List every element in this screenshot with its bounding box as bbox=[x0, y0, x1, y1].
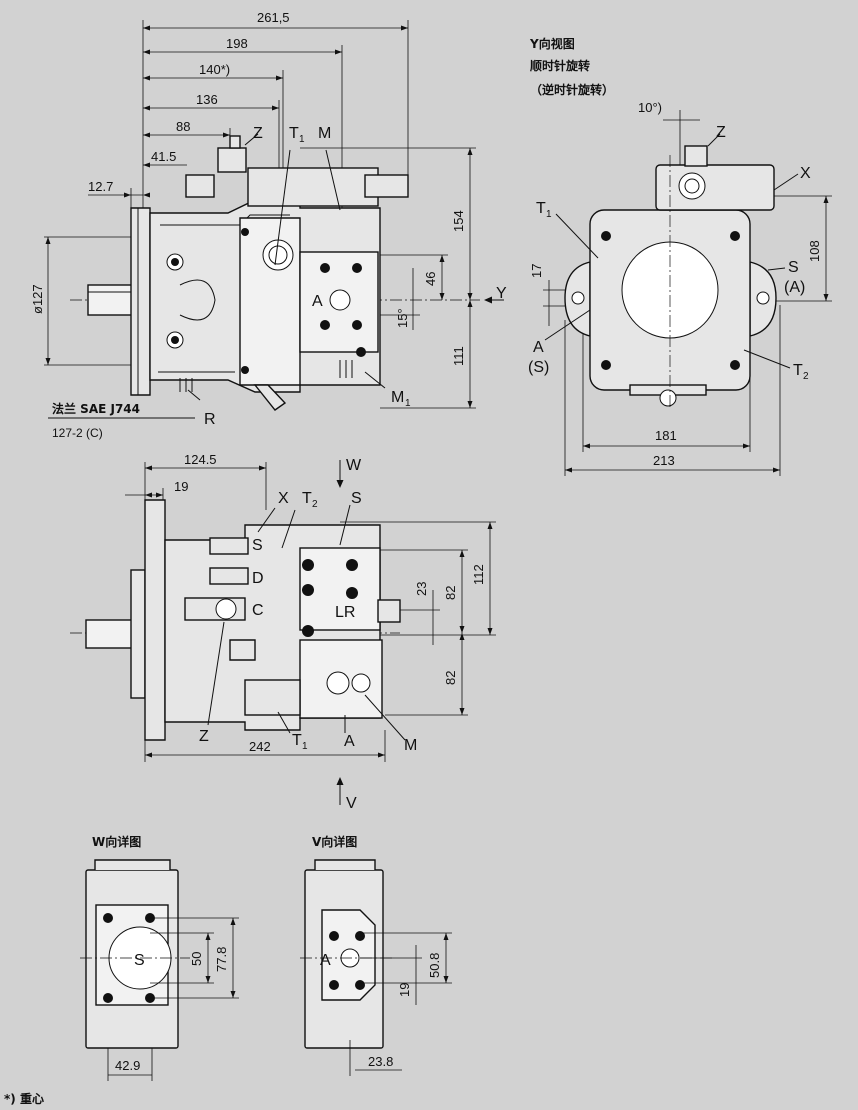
y-view-label-t2: T bbox=[793, 362, 803, 379]
w-detail-title: W向详图 bbox=[92, 834, 141, 849]
label-port-m: M bbox=[318, 125, 331, 142]
w-detail-dim-42-9: 42.9 bbox=[115, 1058, 140, 1073]
w-detail-label-s: S bbox=[134, 952, 145, 969]
y-view-label-s: S bbox=[788, 259, 799, 276]
w-detail-dim-50: 50 bbox=[189, 952, 204, 966]
top-view-port-c: C bbox=[252, 602, 264, 619]
y-view-label-t1-sub: 1 bbox=[546, 209, 552, 220]
y-view-label-a-alt: (S) bbox=[528, 359, 549, 376]
dim-15-deg: 15° bbox=[395, 308, 410, 328]
dim-198: 198 bbox=[226, 36, 248, 51]
y-view-title: Y向视图 bbox=[529, 36, 575, 51]
dim-41-5: 41.5 bbox=[151, 149, 176, 164]
top-view-label-t2: T bbox=[302, 490, 312, 507]
y-view-dim-181: 181 bbox=[655, 428, 677, 443]
dim-88: 88 bbox=[176, 119, 190, 134]
label-port-z: Z bbox=[253, 125, 263, 142]
y-view bbox=[543, 110, 832, 476]
dim-diameter-127: ø127 bbox=[30, 284, 45, 314]
v-detail-label-a: A bbox=[320, 952, 331, 969]
label-port-m1: M bbox=[391, 389, 404, 406]
y-view-dim-17: 17 bbox=[529, 264, 544, 278]
footnote-center-of-gravity: *) 重心 bbox=[4, 1091, 44, 1106]
top-view-dim-82-upper: 82 bbox=[443, 586, 458, 600]
top-view-port-s: S bbox=[252, 537, 263, 554]
v-detail-dim-50-8: 50.8 bbox=[427, 953, 442, 978]
label-port-r: R bbox=[204, 411, 216, 428]
dim-111: 111 bbox=[451, 346, 466, 366]
y-view-label-a: A bbox=[533, 339, 544, 356]
v-detail-dim-23-8: 23.8 bbox=[368, 1054, 393, 1069]
dim-12-7: 12.7 bbox=[88, 179, 113, 194]
flange-spec: 127-2 (C) bbox=[52, 426, 103, 440]
y-view-dim-108: 108 bbox=[807, 240, 822, 262]
label-port-t1-sub: 1 bbox=[299, 134, 305, 145]
top-view-port-lr: LR bbox=[335, 604, 355, 621]
label-port-a: A bbox=[312, 293, 323, 310]
top-view-dim-82-lower: 82 bbox=[443, 671, 458, 685]
dim-261-5: 261,5 bbox=[257, 10, 290, 25]
top-view-dim-242: 242 bbox=[249, 739, 271, 754]
v-detail-dim-19: 19 bbox=[397, 983, 412, 997]
top-view-label-m: M bbox=[404, 737, 417, 754]
y-view-label-z: Z bbox=[716, 124, 726, 141]
top-view-label-t1: T bbox=[292, 732, 302, 749]
dim-140: 140*) bbox=[199, 62, 230, 77]
y-view-rotation-ccw: （逆时针旋转） bbox=[530, 82, 614, 97]
top-view-dim-19: 19 bbox=[174, 479, 188, 494]
w-detail-dim-77-8: 77.8 bbox=[214, 947, 229, 972]
dim-46: 46 bbox=[423, 272, 438, 286]
v-detail-view bbox=[300, 859, 452, 1076]
top-view-dim-23: 23 bbox=[414, 582, 429, 596]
top-view-label-t2-sub: 2 bbox=[312, 499, 318, 510]
label-view-y: Y bbox=[496, 285, 507, 302]
label-port-m1-sub: 1 bbox=[405, 398, 411, 409]
flange-label: 法兰 SAE J744 bbox=[52, 401, 140, 416]
top-view-port-d: D bbox=[252, 570, 264, 587]
top-view-label-v: V bbox=[346, 795, 357, 812]
top-view-label-z: Z bbox=[199, 728, 209, 745]
top-view-label-t1-sub: 1 bbox=[302, 741, 308, 752]
top-view-label-w: W bbox=[346, 457, 362, 474]
top-view-label-x: X bbox=[278, 490, 289, 507]
top-view-dim-124-5: 124.5 bbox=[184, 452, 217, 467]
dim-136: 136 bbox=[196, 92, 218, 107]
y-view-label-t1: T bbox=[536, 200, 546, 217]
w-detail-view bbox=[80, 859, 239, 1081]
top-view bbox=[70, 460, 496, 805]
dim-154: 154 bbox=[451, 210, 466, 232]
top-view-dim-112: 112 bbox=[471, 564, 486, 585]
front-view bbox=[44, 20, 504, 419]
top-view-label-a: A bbox=[344, 733, 355, 750]
top-view-label-s: S bbox=[351, 490, 362, 507]
label-port-t1: T bbox=[289, 125, 299, 142]
y-view-label-x: X bbox=[800, 165, 811, 182]
y-view-dim-213: 213 bbox=[653, 453, 675, 468]
y-view-rotation-cw: 顺时针旋转 bbox=[530, 58, 590, 73]
v-detail-title: V向详图 bbox=[312, 834, 357, 849]
y-view-label-t2-sub: 2 bbox=[803, 371, 809, 382]
y-view-label-s-alt: (A) bbox=[784, 279, 805, 296]
y-view-dim-10-deg: 10°) bbox=[638, 100, 662, 115]
